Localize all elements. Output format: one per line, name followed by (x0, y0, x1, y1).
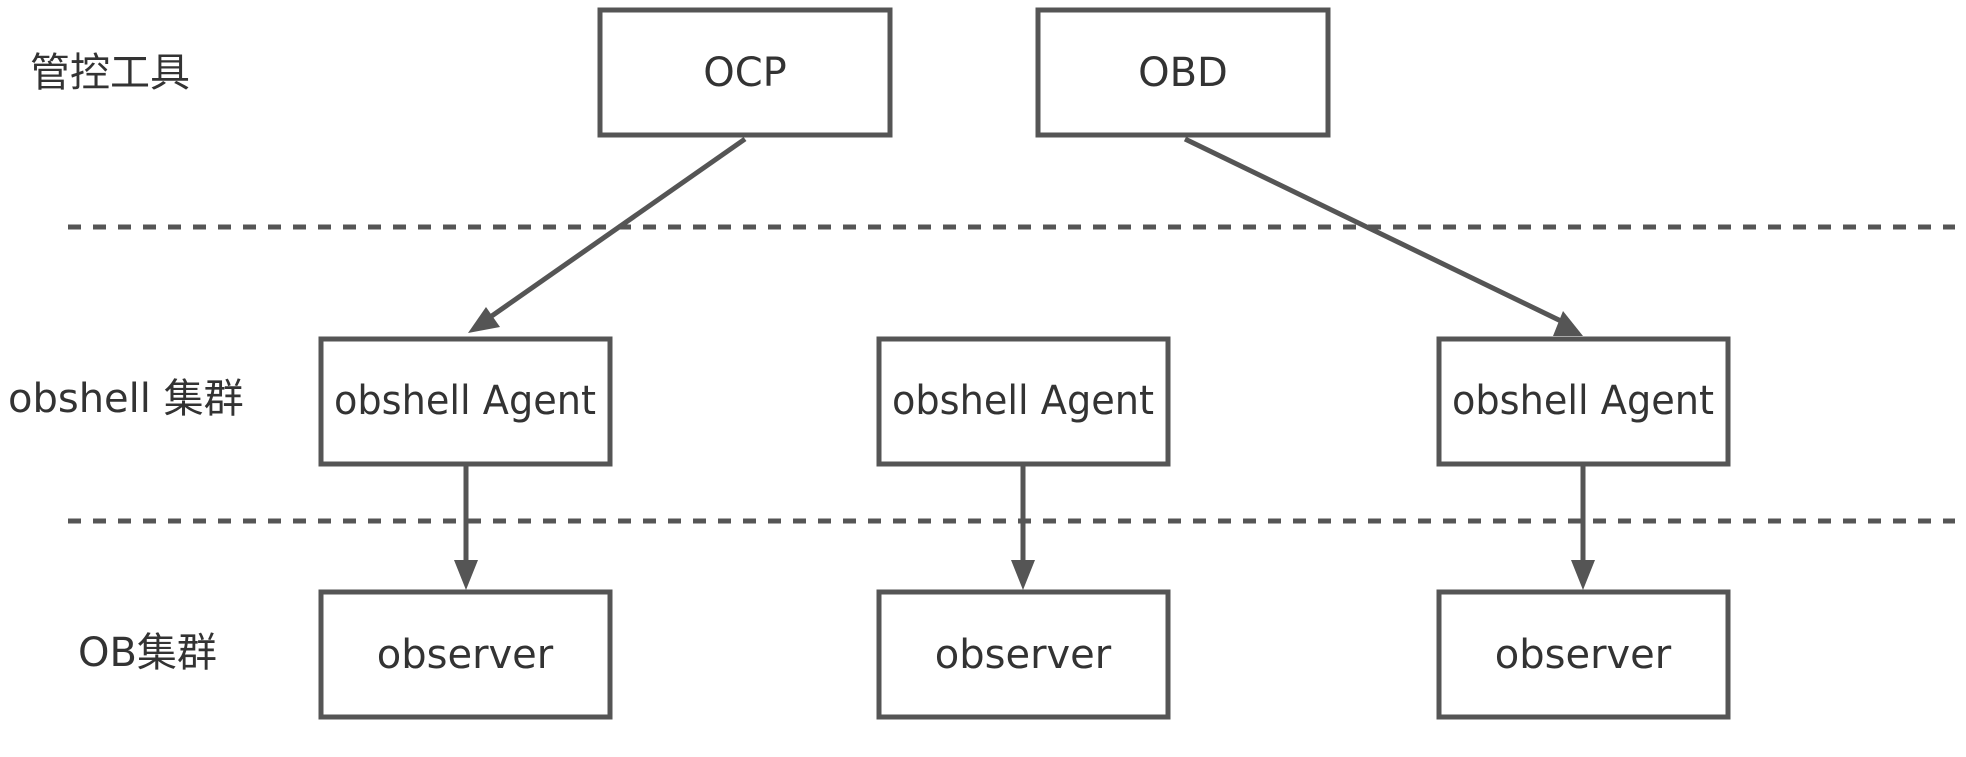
connector-agent-observer-2 (1011, 465, 1035, 590)
ocp-node[interactable]: OCP (597, 7, 893, 138)
obd-node[interactable]: OBD (1035, 7, 1331, 138)
obd-label: OBD (1138, 50, 1228, 96)
observer-label-1: observer (377, 632, 554, 678)
connector-agent-observer-1 (454, 465, 478, 590)
observer-node-3[interactable]: observer (1436, 589, 1731, 720)
layer-label-ob: OB集群 (78, 630, 217, 676)
agent-node-3[interactable]: obshell Agent (1436, 336, 1731, 467)
connector-ocp-agent (468, 136, 747, 333)
ocp-label: OCP (703, 50, 787, 96)
agent-node-2[interactable]: obshell Agent (876, 336, 1171, 467)
agent-label-2: obshell Agent (892, 378, 1154, 424)
observer-node-2[interactable]: observer (876, 589, 1171, 720)
agent-label-3: obshell Agent (1452, 378, 1714, 424)
observer-node-1[interactable]: observer (318, 589, 613, 720)
layer-label-agents: obshell 集群 (8, 376, 244, 422)
observer-label-2: observer (935, 632, 1112, 678)
agent-node-1[interactable]: obshell Agent (318, 336, 613, 467)
agent-label-1: obshell Agent (334, 378, 596, 424)
layer-label-tools: 管控工具 (30, 50, 190, 96)
connector-obd-agent (1183, 136, 1583, 336)
observer-label-3: observer (1495, 632, 1672, 678)
connector-agent-observer-3 (1571, 465, 1595, 590)
